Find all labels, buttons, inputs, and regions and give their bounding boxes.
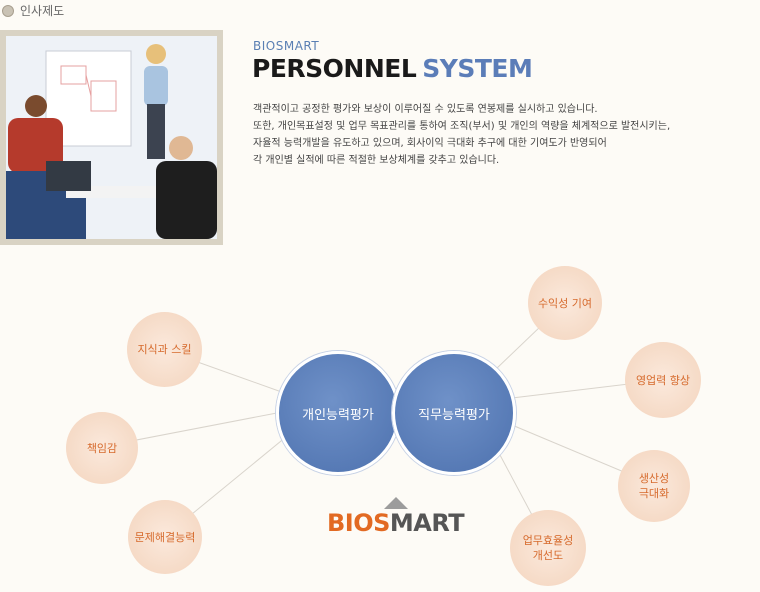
logo-part1: BIOS <box>327 509 390 537</box>
description: 객관적이고 공정한 평가와 보상이 이루어질 수 있도록 연봉제를 실시하고 있… <box>253 101 753 169</box>
description-line: 객관적이고 공정한 평가와 보상이 이루어질 수 있도록 연봉제를 실시하고 있… <box>253 104 598 115</box>
photo-frame <box>0 30 223 245</box>
flower-icon <box>2 4 14 17</box>
title-main: PERSONNEL <box>252 54 417 83</box>
breadcrumb: 인사제도 <box>2 2 64 19</box>
center-personal-evaluation: 개인능력평가 <box>276 351 400 475</box>
description-line: 또한, 개인목표설정 및 업무 목표관리를 통하여 조직(부서) 및 개인의 역… <box>253 121 671 132</box>
description-line: 각 개인별 실적에 따른 적절한 보상체계를 갖추고 있습니다. <box>253 155 500 166</box>
node-profit-contribution: 수익성 기여 <box>528 266 602 340</box>
description-line: 자율적 능력개발을 유도하고 있으며, 회사이익 극대화 추구에 대한 기여도가… <box>253 138 607 149</box>
meeting-photo <box>6 36 217 239</box>
title-accent: SYSTEM <box>422 54 533 83</box>
logo-mark-icon <box>384 497 408 509</box>
meeting-illustration <box>6 36 217 239</box>
breadcrumb-label: 인사제도 <box>20 4 65 18</box>
node-productivity: 생산성 극대화 <box>618 450 690 522</box>
brand-subtitle: BIOSMART <box>253 39 320 53</box>
node-knowledge-skill: 지식과 스킬 <box>127 312 202 387</box>
node-work-efficiency: 업무효율성 개선도 <box>510 510 586 586</box>
logo-part2: MART <box>389 509 465 537</box>
node-problem-solving: 문제해결능력 <box>128 500 202 574</box>
center-job-evaluation: 직무능력평가 <box>392 351 516 475</box>
biosmart-logo: BIOSMART <box>327 509 465 537</box>
node-sales-improvement: 영업력 향상 <box>625 342 701 418</box>
node-responsibility: 책임감 <box>66 412 138 484</box>
